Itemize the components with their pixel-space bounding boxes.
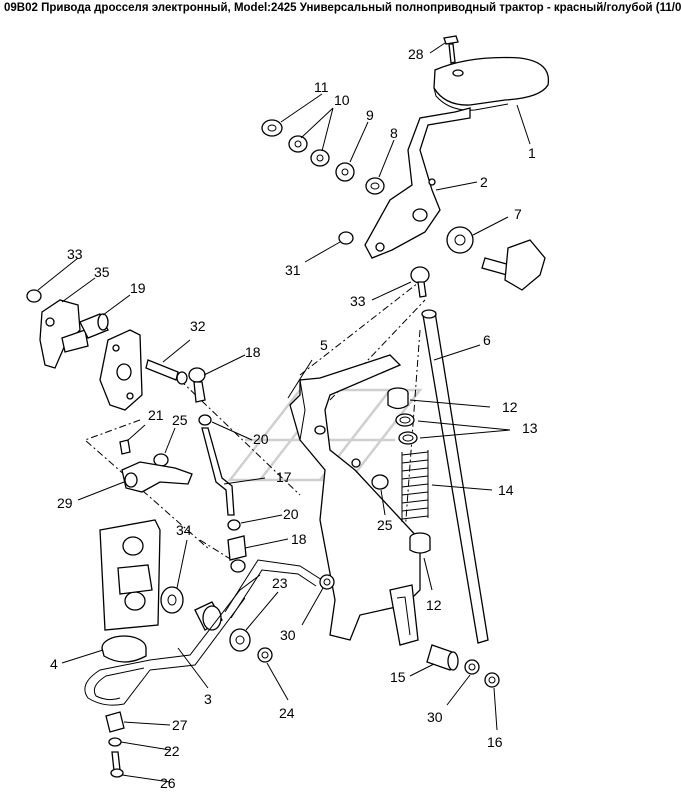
- part-23-washer: [229, 628, 251, 652]
- part-30-washer-right: [464, 659, 480, 675]
- part-18-ball-joint-lower: [227, 535, 247, 573]
- part-19-bushing: [79, 313, 109, 339]
- callout-5: 5: [320, 337, 328, 353]
- callout-23: 23: [272, 575, 288, 591]
- part-26-screw: [110, 751, 124, 778]
- part-24-clip: [257, 647, 273, 663]
- callout-7: 7: [514, 206, 522, 222]
- callout-35: 35: [94, 264, 110, 280]
- part-13-rings: [395, 413, 418, 445]
- callout-22: 22: [164, 743, 180, 759]
- callout-15: 15: [390, 669, 406, 685]
- part-33-ball-joint-upper: [410, 266, 430, 298]
- callout-13: 13: [522, 420, 538, 436]
- part-17-link-rod: [201, 427, 235, 516]
- callout-31: 31: [285, 262, 301, 278]
- callout-26: 26: [160, 775, 176, 791]
- callout-14: 14: [498, 482, 514, 498]
- part-4-pedal-pad: [101, 635, 147, 663]
- callout-18-lower: 18: [291, 531, 307, 547]
- callout-20-lower: 20: [283, 506, 299, 522]
- callout-18-upper: 18: [245, 344, 261, 360]
- part-12-bushing-upper: [387, 387, 409, 410]
- part-12-bushing-lower: [409, 532, 431, 554]
- callout-17: 17: [276, 469, 292, 485]
- callout-20-upper: 20: [253, 431, 269, 447]
- callout-33-left: 33: [67, 246, 83, 262]
- part-9-washer: [335, 162, 355, 182]
- part-6-rod: [421, 309, 489, 644]
- callout-33-upper: 33: [350, 293, 366, 309]
- callout-4: 4: [50, 656, 58, 672]
- part-27-block: [105, 711, 125, 733]
- part-30-washer-left: [319, 574, 335, 590]
- part-28-screw: [443, 35, 459, 64]
- callout-32: 32: [190, 318, 206, 334]
- part-20-washer-lower: [227, 519, 241, 531]
- callout-21: 21: [148, 407, 164, 423]
- sensor-plate: [99, 329, 143, 411]
- callout-labels: 28 1 11 10 9 8 2 7 31 33 35 19 33 32 18 …: [50, 46, 538, 791]
- part-16-clip: [484, 672, 500, 688]
- callout-12-upper: 12: [502, 399, 518, 415]
- callout-8: 8: [390, 125, 398, 141]
- callout-27: 27: [172, 717, 188, 733]
- part-25-nut-right: [351, 458, 389, 490]
- part-33-nut-left: [26, 289, 42, 303]
- callout-2: 2: [480, 174, 488, 190]
- part-29-lever: [121, 461, 193, 493]
- knob-bolt: [481, 239, 546, 291]
- part-8-nut: [365, 177, 385, 195]
- callout-1: 1: [528, 145, 536, 161]
- frame-plate-left: [99, 519, 161, 631]
- callout-24: 24: [279, 705, 295, 721]
- callout-12-lower: 12: [426, 597, 442, 613]
- part-21-screw: [119, 439, 131, 455]
- part-34-washer: [160, 586, 184, 614]
- part-14-spring: [401, 450, 429, 522]
- part-1-pedal-pad: [433, 56, 550, 111]
- part-32-bolt: [145, 359, 188, 385]
- part-31-nut: [338, 231, 354, 245]
- callout-19: 19: [130, 280, 146, 296]
- callout-3: 3: [204, 691, 212, 707]
- page-title: 09B02 Привода дросселя электронный, Mode…: [4, 2, 681, 14]
- part-3-pedal-rod: [84, 559, 323, 706]
- part-35-bracket: [39, 299, 89, 369]
- leader-lines: [37, 42, 531, 783]
- part-20-washer-upper: [198, 414, 212, 426]
- callout-28: 28: [408, 46, 424, 62]
- part-2-pedal-arm: [364, 107, 471, 259]
- callout-9: 9: [366, 107, 374, 123]
- callout-29: 29: [57, 495, 73, 511]
- callout-6: 6: [483, 332, 491, 348]
- part-11-nut: [261, 119, 283, 137]
- callout-30-left: 30: [280, 627, 296, 643]
- callout-25-right: 25: [377, 517, 393, 533]
- callout-34: 34: [176, 522, 192, 538]
- part-7-washer: [446, 226, 474, 254]
- part-10-washers: [288, 135, 330, 167]
- callout-16: 16: [487, 734, 503, 750]
- part-18-ball-joint-upper: [188, 367, 206, 403]
- exploded-parts-diagram: 28 1 11 10 9 8 2 7 31 33 35 19 33 32 18 …: [26, 35, 550, 791]
- part-22-washer: [108, 737, 122, 747]
- callout-25-left: 25: [172, 412, 188, 428]
- callout-30-right: 30: [427, 709, 443, 725]
- callout-10: 10: [334, 92, 350, 108]
- part-15-bushing: [426, 644, 459, 671]
- callout-11: 11: [314, 79, 329, 95]
